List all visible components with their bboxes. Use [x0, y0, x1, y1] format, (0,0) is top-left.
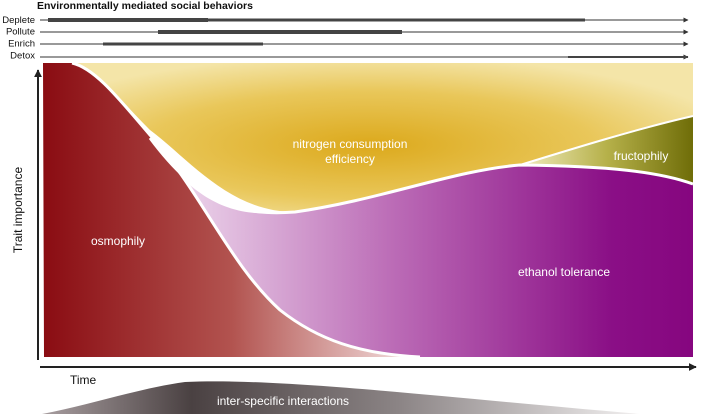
region-ethanol [150, 140, 693, 357]
label-osmophily: osmophily [91, 234, 145, 248]
boundary-nitrogen [148, 137, 694, 215]
region-osmophily [43, 63, 420, 357]
boundary-fructophily [519, 115, 694, 166]
behavior-row-deplete: Deplete [2, 15, 689, 26]
label-interactions: inter-specific interactions [217, 394, 349, 408]
row-label-deplete: Deplete [2, 15, 35, 26]
region-interactions [42, 381, 640, 414]
region-fructophily [520, 116, 693, 184]
x-axis-label: Time [70, 373, 97, 387]
header-title: Environmentally mediated social behavior… [37, 0, 253, 12]
behavior-row-pollute: Pollute [6, 27, 689, 38]
label-nitrogen-line1: nitrogen consumption [293, 137, 408, 151]
behavior-row-enrich: Enrich [8, 39, 689, 50]
behavior-row-detox: Detox [10, 51, 689, 62]
boundary-osmophily [71, 61, 421, 359]
label-nitrogen-line2: efficiency [325, 152, 375, 166]
y-axis-label: Trait importance [11, 167, 25, 254]
label-fructophily: fructophily [614, 149, 669, 163]
label-ethanol: ethanol tolerance [518, 265, 610, 279]
row-label-enrich: Enrich [8, 39, 35, 50]
row-label-detox: Detox [10, 51, 35, 62]
region-nitrogen [72, 63, 693, 212]
row-label-pollute: Pollute [6, 27, 35, 38]
